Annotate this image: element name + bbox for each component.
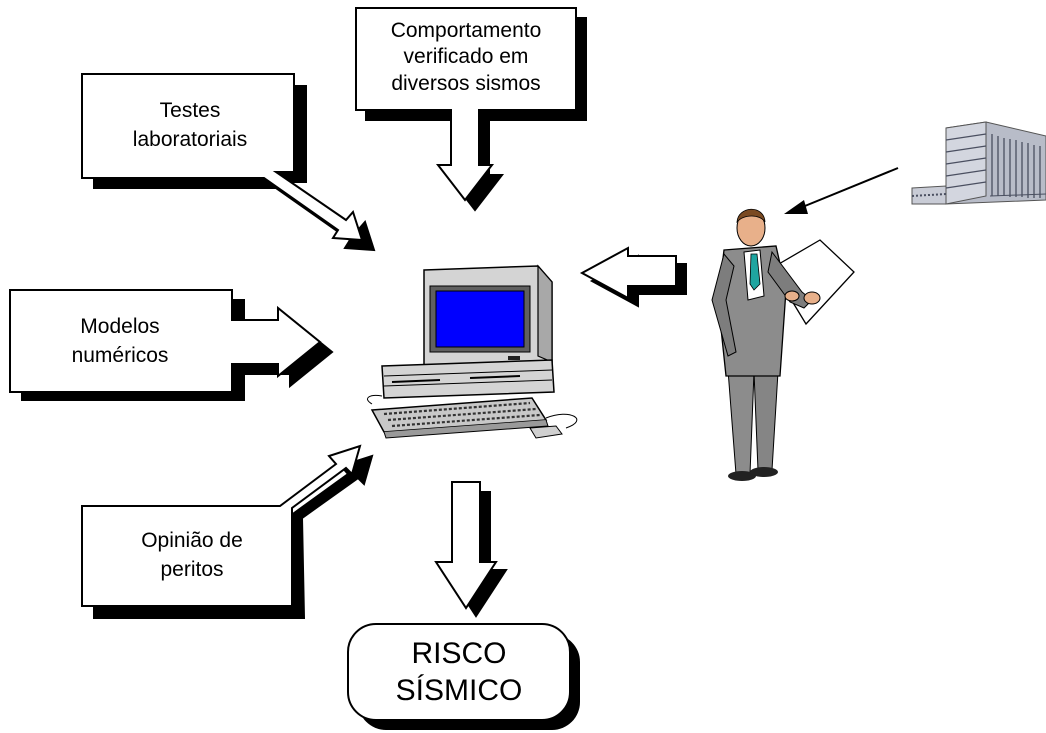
label-line: RISCO [411, 637, 507, 670]
arrow-body [434, 481, 498, 610]
engineer-to-computer-arrow [579, 246, 687, 308]
arrow-body [579, 246, 677, 300]
laboratory-tests-callout [81, 73, 376, 252]
label-line: SÍSMICO [395, 673, 523, 707]
mouse-icon [529, 425, 563, 439]
callout-body [81, 73, 364, 242]
label-line: diversos sismos [391, 71, 541, 95]
label-line: peritos [160, 558, 224, 582]
screen [435, 290, 525, 348]
label-line: Testes [159, 99, 221, 122]
expert-opinion-callout [81, 444, 374, 619]
down-arrow [434, 481, 508, 618]
label-line: Comportamento [390, 19, 542, 42]
computer-illustration [367, 264, 578, 439]
callout-body [9, 289, 322, 393]
callout-body [355, 7, 577, 202]
numerical-models-callout [9, 289, 334, 401]
building-to-engineer-arrow [784, 167, 899, 214]
callout-body [81, 444, 362, 607]
label-line: Opinião de [141, 529, 243, 552]
expert-opinion-label: Opinião de peritos [112, 526, 272, 585]
label-line: Modelos [80, 315, 160, 338]
building-illustration [911, 121, 1046, 205]
seismic-risk-box [347, 623, 580, 730]
label-line: numéricos [71, 344, 169, 368]
document-icon [771, 239, 855, 326]
observed-behavior-label: Comportamento verificado em diversos sis… [356, 18, 576, 97]
laboratory-tests-label: Testes laboratoriais [100, 96, 280, 155]
label-line: verificado em [403, 45, 529, 69]
result-body [347, 623, 571, 721]
observed-behavior-callout [355, 7, 587, 212]
label-line: laboratoriais [132, 128, 248, 152]
engineer-illustration [711, 208, 855, 481]
numerical-models-label: Modelos numéricos [20, 312, 220, 371]
seismic-risk-label: RISCO SÍSMICO [348, 636, 570, 709]
